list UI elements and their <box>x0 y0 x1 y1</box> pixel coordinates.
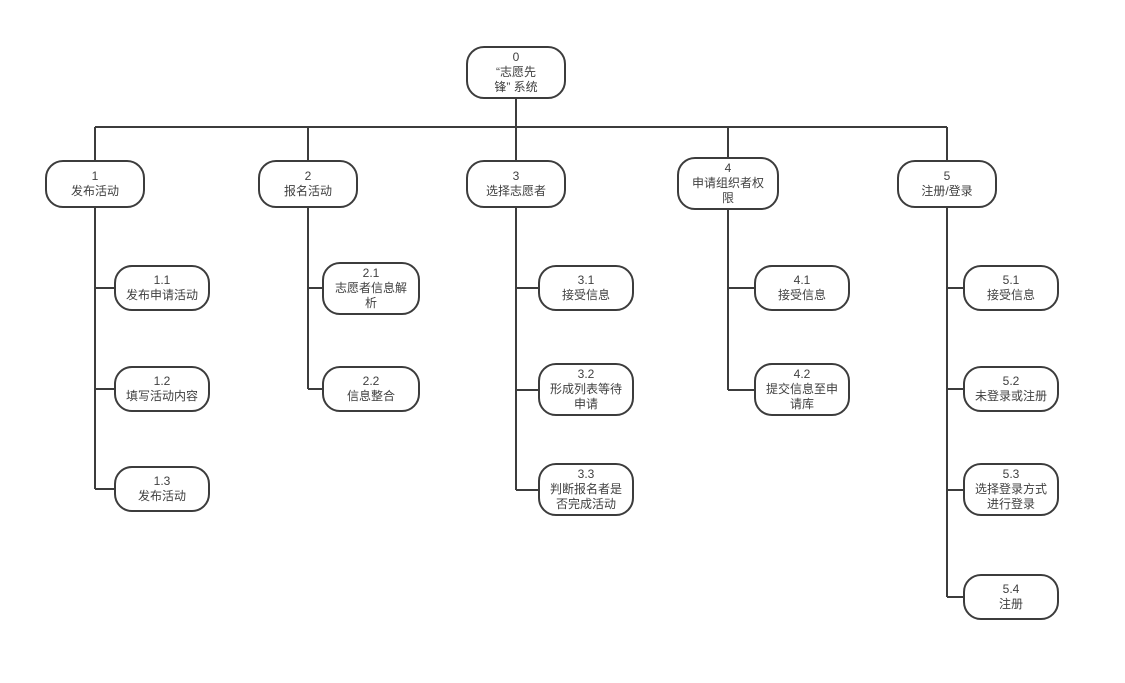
node-5-3-number: 5.3 <box>1002 467 1020 481</box>
node-1-label: 发布活动 <box>70 184 119 198</box>
node-1-2-label: 填写活动内容 <box>125 389 198 403</box>
node-2-1-label: 志愿者信息解 析 <box>334 281 407 310</box>
node-4: 4 申请组织者权 限 <box>677 157 779 210</box>
connector-branch-1 <box>94 208 114 490</box>
connector-branch-3 <box>515 208 538 491</box>
node-3: 3 选择志愿者 <box>466 160 566 208</box>
node-3-3: 3.3 判断报名者是 否完成活动 <box>538 463 634 516</box>
node-3-2-label: 形成列表等待 申请 <box>549 382 622 411</box>
node-5-number: 5 <box>943 169 951 183</box>
node-5-3-label: 选择登录方式 进行登录 <box>974 482 1047 511</box>
node-1-3-number: 1.3 <box>153 474 171 488</box>
node-2-1-number: 2.1 <box>362 266 380 280</box>
node-2-1: 2.1 志愿者信息解 析 <box>322 262 420 315</box>
node-5: 5 注册/登录 <box>897 160 997 208</box>
node-1-1-number: 1.1 <box>153 273 171 287</box>
node-1-3-label: 发布活动 <box>137 489 186 503</box>
node-5-2: 5.2 未登录或注册 <box>963 366 1059 412</box>
node-5-label: 注册/登录 <box>921 184 973 198</box>
node-4-1-label: 接受信息 <box>777 288 826 302</box>
node-5-4-number: 5.4 <box>1002 582 1020 596</box>
node-1-1: 1.1 发布申请活动 <box>114 265 210 311</box>
connector-branch-2 <box>307 208 322 390</box>
node-2-number: 2 <box>304 169 312 183</box>
node-3-2-number: 3.2 <box>577 367 595 381</box>
node-3-1-label: 接受信息 <box>561 288 610 302</box>
node-4-2-number: 4.2 <box>793 367 811 381</box>
node-2-2-label: 信息整合 <box>346 389 395 403</box>
node-5-3: 5.3 选择登录方式 进行登录 <box>963 463 1059 516</box>
node-4-label: 申请组织者权 限 <box>691 176 764 205</box>
node-5-4: 5.4 注册 <box>963 574 1059 620</box>
node-4-2-label: 提交信息至申 请库 <box>765 382 838 411</box>
node-4-2: 4.2 提交信息至申 请库 <box>754 363 850 416</box>
node-2-label: 报名活动 <box>283 184 332 198</box>
node-3-1: 3.1 接受信息 <box>538 265 634 311</box>
node-5-1: 5.1 接受信息 <box>963 265 1059 311</box>
node-1-2-number: 1.2 <box>153 374 171 388</box>
node-4-number: 4 <box>724 161 732 175</box>
node-1-number: 1 <box>91 169 99 183</box>
node-1: 1 发布活动 <box>45 160 145 208</box>
node-1-3: 1.3 发布活动 <box>114 466 210 512</box>
node-5-2-label: 未登录或注册 <box>974 389 1047 403</box>
node-4-1: 4.1 接受信息 <box>754 265 850 311</box>
node-4-1-number: 4.1 <box>793 273 811 287</box>
node-1-2: 1.2 填写活动内容 <box>114 366 210 412</box>
node-3-1-number: 3.1 <box>577 273 595 287</box>
node-3-3-number: 3.3 <box>577 467 595 481</box>
node-1-1-label: 发布申请活动 <box>125 288 198 302</box>
connector-branch-5 <box>946 208 963 598</box>
connector-branch-4 <box>727 210 754 391</box>
node-2-2-number: 2.2 <box>362 374 380 388</box>
node-3-label: 选择志愿者 <box>485 184 546 198</box>
node-5-2-number: 5.2 <box>1002 374 1020 388</box>
node-2-2: 2.2 信息整合 <box>322 366 420 412</box>
node-5-4-label: 注册 <box>998 597 1023 611</box>
connector-root-bus <box>94 99 948 160</box>
node-3-number: 3 <box>512 169 520 183</box>
node-3-3-label: 判断报名者是 否完成活动 <box>549 482 622 511</box>
node-5-1-label: 接受信息 <box>986 288 1035 302</box>
node-5-1-number: 5.1 <box>1002 273 1020 287</box>
node-2: 2 报名活动 <box>258 160 358 208</box>
node-root: 0 “志愿先 锋” 系统 <box>466 46 566 99</box>
node-3-2: 3.2 形成列表等待 申请 <box>538 363 634 416</box>
node-root-number: 0 <box>512 50 520 64</box>
node-root-label: “志愿先 锋” 系统 <box>494 65 538 94</box>
